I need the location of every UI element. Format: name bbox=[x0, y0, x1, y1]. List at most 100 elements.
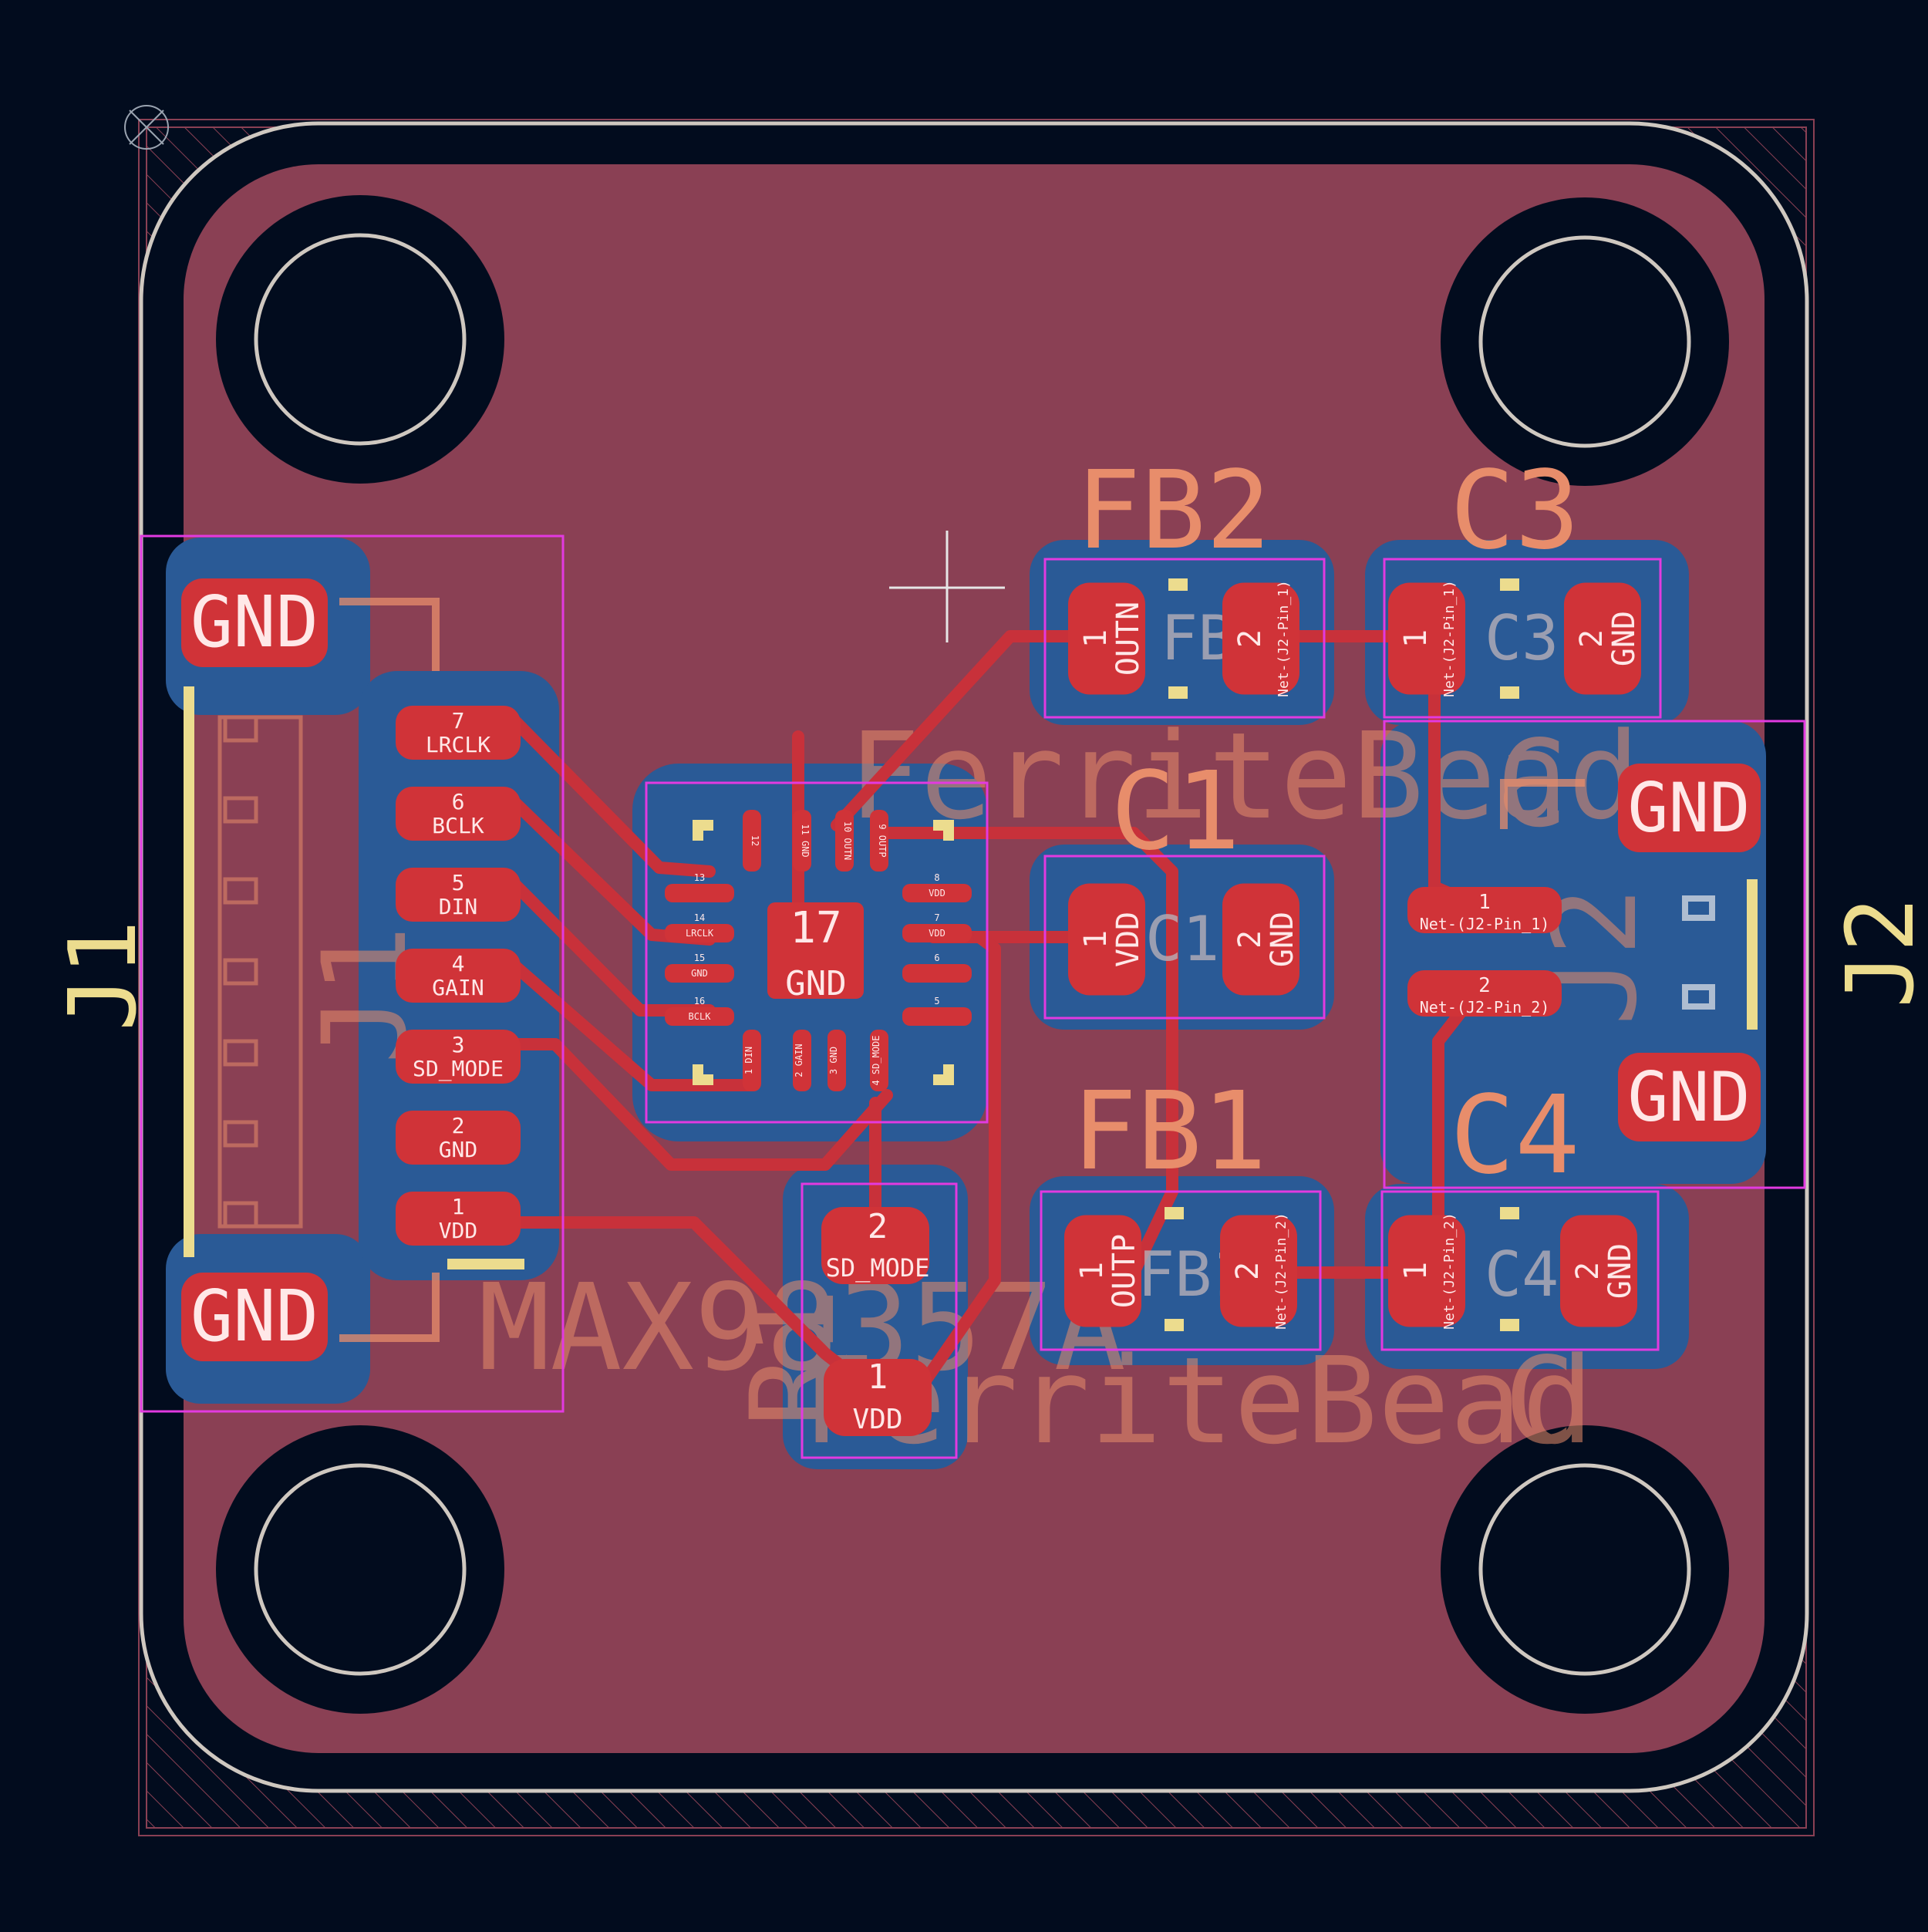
c1-pad-1[interactable] bbox=[1068, 883, 1145, 996]
j2-mount-pad-top[interactable] bbox=[1618, 764, 1761, 852]
back-silkscreen: J1 FerriteBead FerriteBead MAX98357A C C… bbox=[217, 706, 1663, 1471]
c3-pad-name: GND bbox=[1606, 611, 1642, 666]
ref-c1: C1 bbox=[1111, 749, 1241, 875]
u1-pad-12[interactable] bbox=[743, 810, 761, 872]
j1-pin-num: 4 bbox=[452, 951, 465, 976]
j1-pin-pad-3[interactable] bbox=[396, 1030, 521, 1084]
u1-pad-label: 11 GND bbox=[800, 824, 811, 857]
u1-center-name: GND bbox=[785, 964, 846, 1003]
j2-pin2-pad[interactable] bbox=[1407, 970, 1562, 1017]
j1-pin-pad-6[interactable] bbox=[396, 787, 521, 841]
u1-pad-3[interactable] bbox=[827, 1030, 846, 1091]
c3-pad-2[interactable] bbox=[1564, 582, 1641, 695]
c4-pad-1[interactable] bbox=[1388, 1215, 1465, 1327]
mounting-hole-tr bbox=[1441, 197, 1729, 486]
u1-pad-label: 4 SD_MODE bbox=[871, 1035, 881, 1085]
j1-mount-pad-bottom-label: GND bbox=[190, 1275, 319, 1357]
u1-pad-10[interactable] bbox=[835, 810, 854, 872]
ref-j1: J1 bbox=[50, 920, 157, 1032]
u1-pad-label: 2 GAIN bbox=[794, 1044, 804, 1077]
j1-pin-num: 5 bbox=[452, 870, 465, 895]
c1-pad-name: VDD bbox=[1111, 912, 1146, 967]
u1-pad-15[interactable] bbox=[665, 964, 734, 983]
u1-pad-6[interactable] bbox=[902, 964, 972, 983]
u1-pad-4[interactable] bbox=[870, 1030, 888, 1091]
j2-pin1-pad[interactable] bbox=[1407, 887, 1562, 933]
ref-designators: FB2 C3 C1 FB1 C4 bbox=[1072, 448, 1580, 1199]
u1-pad-2[interactable] bbox=[793, 1030, 811, 1091]
r1-pad-2[interactable] bbox=[821, 1207, 929, 1284]
j1-pin-pad-1[interactable] bbox=[396, 1192, 521, 1246]
fb2-pad-num: 1 bbox=[1078, 629, 1114, 648]
j1-pin-num: 7 bbox=[452, 708, 465, 733]
u1-pad-name: VDD bbox=[929, 928, 945, 939]
c1-pad-2[interactable] bbox=[1222, 883, 1299, 996]
u1-pad-8[interactable] bbox=[902, 884, 972, 902]
mounting-hole-br bbox=[1441, 1425, 1729, 1714]
u1-pad-13[interactable] bbox=[665, 884, 734, 902]
u1-pad-name: LRCLK bbox=[686, 928, 714, 939]
courtyards bbox=[140, 534, 1806, 1459]
j1-pin-pad-2[interactable] bbox=[396, 1111, 521, 1165]
u1-pad-9[interactable] bbox=[870, 810, 888, 872]
u1-pad-7[interactable] bbox=[902, 924, 972, 942]
j1-pin-pad-7[interactable] bbox=[396, 706, 521, 760]
u1-pad-16[interactable] bbox=[665, 1007, 734, 1026]
j2-pin2-name: Net-(J2-Pin_2) bbox=[1420, 998, 1550, 1017]
u1-center-pad[interactable] bbox=[767, 902, 864, 999]
u1-pad-11[interactable] bbox=[793, 810, 811, 872]
u1-pad-1[interactable] bbox=[743, 1030, 761, 1091]
j1-pin-num: 2 bbox=[452, 1113, 465, 1138]
u1-pad-num: 7 bbox=[934, 912, 939, 923]
j1-pin-pad-4[interactable] bbox=[396, 949, 521, 1003]
u1-pad-5[interactable] bbox=[902, 1007, 972, 1026]
j1-connector[interactable]: GND GND 7LRCLK6BCLK5DIN4GAIN3SD_MODE2GND… bbox=[181, 578, 521, 1361]
r1-pad-1[interactable] bbox=[824, 1359, 932, 1436]
fb2-pad-name: Net-(J2-Pin_1) bbox=[1276, 580, 1292, 697]
fb1-pad-1[interactable] bbox=[1064, 1215, 1141, 1327]
ref-c4: C4 bbox=[1450, 1073, 1580, 1199]
fb2-pad-2[interactable] bbox=[1222, 582, 1299, 695]
r1-pad-name: VDD bbox=[852, 1404, 902, 1435]
j1-mount-pad-bottom[interactable] bbox=[181, 1273, 328, 1361]
u1-pad-label: 9 OUTP bbox=[877, 824, 888, 857]
j1-pin-name: VDD bbox=[439, 1218, 478, 1243]
u1-pad-num: 15 bbox=[694, 953, 705, 963]
fb1-pad-2[interactable] bbox=[1220, 1215, 1297, 1327]
back-ref-c1: C1 bbox=[1145, 903, 1219, 975]
c3-pad-1[interactable] bbox=[1388, 582, 1465, 695]
j1-pin-name: LRCLK bbox=[426, 732, 490, 757]
fb1-pad-name: Net-(J2-Pin_2) bbox=[1273, 1212, 1289, 1330]
u1-pad-num: 6 bbox=[934, 953, 939, 963]
u1-pad-14[interactable] bbox=[665, 924, 734, 942]
back-ref-c3: C3 bbox=[1485, 602, 1559, 674]
fb2-pad-1[interactable] bbox=[1068, 582, 1145, 695]
j2-connector[interactable]: GND GND 1 Net-(J2-Pin_1) 2 Net-(J2-Pin_2… bbox=[1407, 764, 1761, 1141]
u1-pad-name: VDD bbox=[929, 888, 945, 899]
j2-mount-pad-bottom[interactable] bbox=[1618, 1053, 1761, 1141]
u1-pad-name: GND bbox=[691, 968, 708, 979]
j1-pin-pad-5[interactable] bbox=[396, 868, 521, 922]
u1-pad-name: BCLK bbox=[689, 1011, 712, 1022]
mounting-holes bbox=[216, 195, 1729, 1714]
u1-pad-label: 3 GND bbox=[828, 1047, 839, 1074]
c4-pad-2[interactable] bbox=[1560, 1215, 1637, 1327]
ferrite-value-bottom: FerriteBead bbox=[802, 1331, 1594, 1471]
front-silkscreen: J1 J2 bbox=[50, 578, 1928, 1331]
j2-pin1-name: Net-(J2-Pin_1) bbox=[1420, 915, 1550, 933]
c3-pad-num: 1 bbox=[1398, 629, 1434, 648]
j1-pin-name: SD_MODE bbox=[413, 1056, 504, 1082]
j1-mount-pad-top[interactable] bbox=[181, 578, 328, 667]
c4-pad-num: 1 bbox=[1398, 1262, 1434, 1280]
